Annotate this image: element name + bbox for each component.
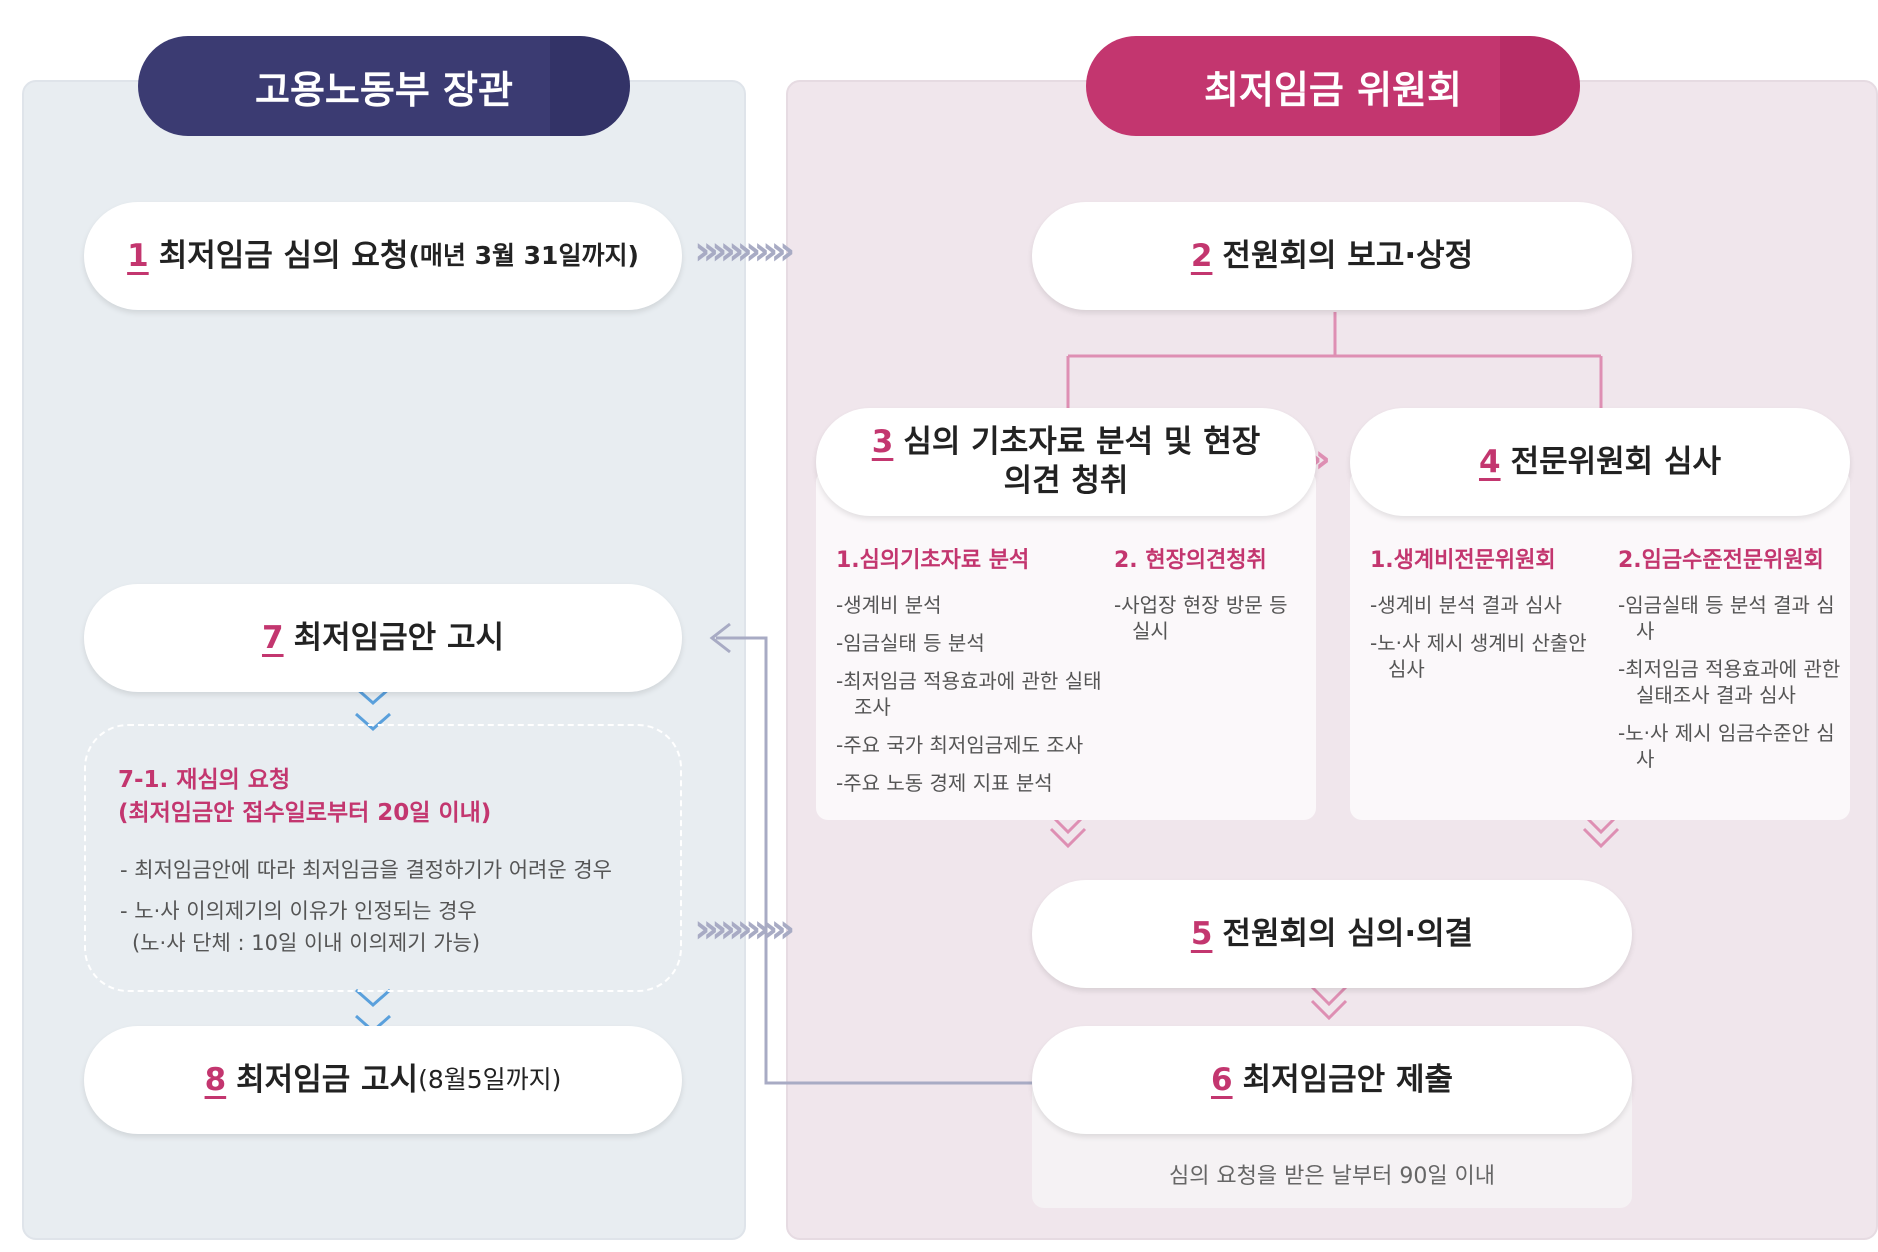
step-7-1-item: (노·사 단체 : 10일 이내 이의제기 가능) xyxy=(132,931,481,956)
step-6-note: 심의 요청을 받은 날부터 90일 이내 xyxy=(1168,1164,1496,1189)
step-4-col-1-item: -생계비 분석 결과 심사 xyxy=(1370,593,1562,617)
step-1-label: 최저임금 심의 요청 xyxy=(158,237,409,274)
step-2-label: 전원회의 보고·상정 xyxy=(1222,237,1474,274)
step-6-label: 최저임금안 제출 xyxy=(1242,1061,1453,1098)
step-3-col-2: 2. 현장의견청취 -사업장 현장 방문 등 실시 xyxy=(1114,542,1304,656)
step-2-report: 2 전원회의 보고·상정 xyxy=(1032,202,1632,310)
down-chevron-3b xyxy=(1049,827,1087,849)
step-4-col-2-title: 2.임금수준전문위원회 xyxy=(1618,548,1824,573)
step-4-committee-review: 4 전문위원회 심사 xyxy=(1350,408,1850,516)
step-6-submission: 6 최저임금안 제출 xyxy=(1032,1026,1632,1134)
step-1-deadline: (매년 3월 31일까지) xyxy=(408,241,639,271)
step-3-col-1: 1.심의기초자료 분석 -생계비 분석 -임금실태 등 분석 -최저임금 적용효… xyxy=(836,542,1106,808)
step-1-number: 1 xyxy=(127,237,149,274)
step-3-number: 3 xyxy=(871,424,894,461)
step-2-number: 2 xyxy=(1190,237,1213,274)
step-7-1-item: - 노·사 이의제기의 이유가 인정되는 경우 xyxy=(120,898,477,923)
step-3-col-1-item: -임금실태 등 분석 xyxy=(836,631,985,655)
step-8-label: 최저임금 고시 xyxy=(236,1061,419,1098)
step-7-1-item: - 최저임금안에 따라 최저임금을 결정하기가 어려운 경우 xyxy=(120,858,612,882)
step-7-1-title-line-2: (최저임금안 접수일로부터 20일 이내) xyxy=(118,800,492,827)
step-7-1-title: 7-1. 재심의 요청 (최저임금안 접수일로부터 20일 이내) xyxy=(118,764,491,831)
step-7-label: 최저임금안 고시 xyxy=(293,619,504,656)
header-minimum-wage-commission: 최저임금 위원회 xyxy=(1086,36,1580,136)
step-4-col-2-item: -최저임금 적용효과에 관한실태조사 결과 심사 xyxy=(1618,657,1841,707)
step-1-request: 1 최저임금 심의 요청 (매년 3월 31일까지) xyxy=(84,202,682,310)
step-4-col-1-item: -노·사 제시 생계비 산출안 심사 xyxy=(1370,631,1587,681)
down-chevron-5b xyxy=(1310,999,1348,1021)
step-8-number: 8 xyxy=(204,1061,227,1098)
step-4-label: 전문위원회 심사 xyxy=(1510,443,1721,480)
down-chevron-7b xyxy=(355,712,391,732)
arrow-1-to-2: ››››››››››› xyxy=(694,228,1024,284)
header-right-label: 최저임금 위원회 xyxy=(1204,67,1462,112)
return-line-6-to-7 xyxy=(716,636,1032,1085)
down-chevron-7a xyxy=(355,686,391,706)
step-4-col-1-title: 1.생계비전문위원회 xyxy=(1370,548,1556,573)
step-3-col-1-item: -주요 노동 경제 지표 분석 xyxy=(836,771,1053,795)
header-left-label: 고용노동부 장관 xyxy=(255,67,513,112)
step-3-col-2-title: 2. 현장의견청취 xyxy=(1114,548,1267,573)
return-arrowhead xyxy=(709,622,731,654)
header-ministry-minister: 고용노동부 장관 xyxy=(138,36,630,136)
step-3-label-2: 의견 청취 xyxy=(1003,463,1129,499)
down-chevron-71a xyxy=(355,988,391,1008)
arrow-71-to-5-glyphs: ››››››››››› xyxy=(694,906,795,952)
down-chevron-4a xyxy=(1582,813,1620,835)
step-3-col-1-item: -최저임금 적용효과에 관한 실태조사 xyxy=(836,669,1102,719)
step-4-number: 4 xyxy=(1478,443,1501,480)
step-6-number: 6 xyxy=(1210,1061,1233,1098)
step-8-final-notice: 8 최저임금 고시 (8월5일까지) xyxy=(84,1026,682,1134)
down-chevron-3a xyxy=(1049,813,1087,835)
step-8-deadline: (8월5일까지) xyxy=(418,1065,562,1095)
step-4-col-2: 2.임금수준전문위원회 -임금실태 등 분석 결과 심사 -최저임금 적용효과에… xyxy=(1618,542,1844,784)
step-5-label: 전원회의 심의·의결 xyxy=(1222,915,1474,952)
step-3-col-2-item: -사업장 현장 방문 등 실시 xyxy=(1114,593,1288,643)
step-4-col-1: 1.생계비전문위원회 -생계비 분석 결과 심사 -노·사 제시 생계비 산출안… xyxy=(1370,542,1600,694)
down-chevron-4b xyxy=(1582,827,1620,849)
step-7-1-reconsideration: 7-1. 재심의 요청 (최저임금안 접수일로부터 20일 이내) - 최저임금… xyxy=(84,724,682,992)
arrow-1-to-2-glyphs: ››››››››››› xyxy=(694,228,795,274)
step-7-1-items: - 최저임금안에 따라 최저임금을 결정하기가 어려운 경우 - 노·사 이의제… xyxy=(120,854,680,960)
step-3-col-1-item: -주요 국가 최저임금제도 조사 xyxy=(836,733,1084,757)
step-3-detail-box: 1.심의기초자료 분석 -생계비 분석 -임금실태 등 분석 -최저임금 적용효… xyxy=(816,470,1316,820)
header-left-sheen xyxy=(550,36,630,136)
step-3-col-1-item: -생계비 분석 xyxy=(836,593,942,617)
step-7-1-title-line-1: 7-1. 재심의 요청 xyxy=(118,767,291,793)
step-3-label-1: 심의 기초자료 분석 및 현장 xyxy=(903,424,1261,461)
step-4-col-2-item: -노·사 제시 임금수준안 심사 xyxy=(1618,721,1835,771)
header-right-sheen xyxy=(1500,36,1580,136)
step-7-notice: 7 최저임금안 고시 xyxy=(84,584,682,692)
step-5-number: 5 xyxy=(1190,915,1213,952)
arrow-71-to-5: ››››››››››› xyxy=(694,906,1024,962)
step-4-col-2-item: -임금실태 등 분석 결과 심사 xyxy=(1618,593,1835,643)
down-chevron-5a xyxy=(1310,985,1348,1007)
step-3-col-1-title: 1.심의기초자료 분석 xyxy=(836,548,1030,573)
step-4-detail-box: 1.생계비전문위원회 -생계비 분석 결과 심사 -노·사 제시 생계비 산출안… xyxy=(1350,470,1850,820)
step-5-deliberation: 5 전원회의 심의·의결 xyxy=(1032,880,1632,988)
step-7-number: 7 xyxy=(261,619,284,656)
